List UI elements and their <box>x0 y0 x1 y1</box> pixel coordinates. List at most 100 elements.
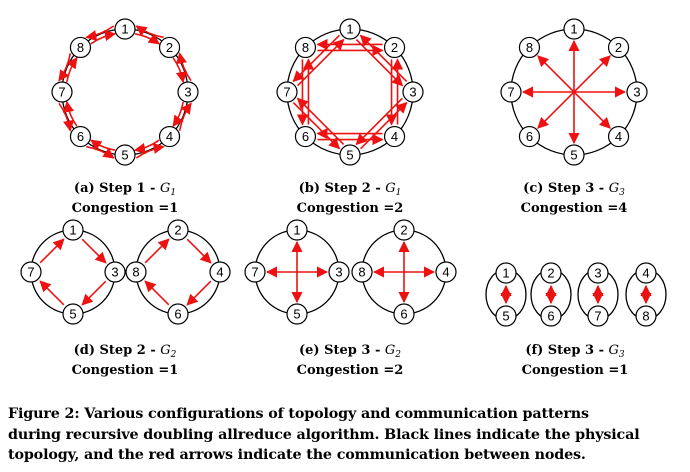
node-label: 6 <box>77 129 84 144</box>
communication-arrow <box>359 34 408 82</box>
caption-line-2: during recursive doubling allreduce algo… <box>8 426 640 443</box>
node-label: 8 <box>642 309 649 324</box>
caption-line-1: Figure 2: Various configurations of topo… <box>8 406 589 422</box>
node-circle <box>209 261 231 283</box>
node-circle <box>495 305 517 327</box>
communication-arrow <box>85 25 115 42</box>
node-circle <box>393 303 415 325</box>
communication-arrow <box>81 280 107 306</box>
node-label: 8 <box>526 40 533 55</box>
node-label: 6 <box>174 307 181 322</box>
node-circle <box>114 18 136 40</box>
communication-arrow <box>296 97 345 145</box>
node-label: 5 <box>121 148 128 163</box>
communication-arrow <box>360 101 408 150</box>
node-label: 5 <box>293 307 300 322</box>
node-label: 2 <box>174 223 181 238</box>
node-circle <box>244 261 266 283</box>
congestion-label: Congestion =4 <box>521 201 628 216</box>
node-label: 5 <box>502 309 509 324</box>
congestion-label: Congestion =1 <box>522 363 629 378</box>
node-circle <box>607 36 630 59</box>
communication-arrow <box>186 238 212 264</box>
node-circle <box>286 303 308 325</box>
communication-arrow <box>135 25 164 39</box>
communication-arrow <box>39 280 65 306</box>
node-label: 3 <box>594 266 601 281</box>
node-label: 3 <box>633 85 640 100</box>
communication-arrow <box>86 145 115 159</box>
node-circle <box>563 18 585 40</box>
communication-arrow <box>135 142 165 159</box>
node-label: 1 <box>69 223 76 238</box>
node-label: 7 <box>251 265 258 280</box>
congestion-label: Congestion =2 <box>297 363 404 378</box>
node-label: 4 <box>442 265 449 280</box>
node-circle <box>51 81 73 103</box>
communication-arrow <box>355 97 403 146</box>
communication-arrow <box>90 30 117 45</box>
node-label: 8 <box>302 40 309 55</box>
node-circle <box>286 219 308 241</box>
node-label: 2 <box>615 40 622 55</box>
node-label: 1 <box>502 266 509 281</box>
communication-arrow <box>178 102 192 131</box>
node-circle <box>62 303 84 325</box>
node-circle <box>177 81 199 103</box>
node-circle <box>351 261 373 283</box>
node-circle <box>339 18 361 40</box>
subfigure-label: (c) Step 3 - G3 <box>523 181 625 198</box>
node-label: 7 <box>58 85 65 100</box>
communication-arrow <box>292 102 341 150</box>
communication-arrow <box>186 280 212 306</box>
node-circle <box>435 261 457 283</box>
node-circle <box>125 261 147 283</box>
node-circle <box>104 261 126 283</box>
node-label: 6 <box>547 309 554 324</box>
communication-arrow <box>175 52 192 82</box>
node-circle <box>518 36 541 59</box>
node-label: 4 <box>642 266 649 281</box>
node-label: 7 <box>594 309 601 324</box>
communication-arrow <box>172 57 187 84</box>
node-circle <box>20 261 42 283</box>
node-label: 7 <box>27 265 34 280</box>
node-circle <box>69 36 92 59</box>
node-circle <box>626 81 648 103</box>
node-label: 3 <box>184 85 191 100</box>
node-label: 8 <box>132 265 139 280</box>
node-circle <box>294 125 317 148</box>
communication-arrow <box>292 34 340 83</box>
communication-arrow <box>297 38 345 87</box>
node-circle <box>69 125 92 148</box>
node-label: 8 <box>77 40 84 55</box>
congestion-label: Congestion =1 <box>72 201 179 216</box>
physical-ring <box>135 229 221 315</box>
communication-arrow <box>58 53 72 82</box>
caption-line-3: topology, and the red arrows indicate th… <box>8 447 586 463</box>
node-circle <box>167 219 189 241</box>
node-label: 1 <box>570 22 577 37</box>
subfigure-label: (a) Step 1 - G1 <box>74 181 176 198</box>
communication-arrow <box>537 55 611 129</box>
node-label: 6 <box>302 129 309 144</box>
node-circle <box>500 81 522 103</box>
node-circle <box>393 219 415 241</box>
node-label: 7 <box>507 85 514 100</box>
communication-arrow <box>63 100 78 127</box>
node-circle <box>276 81 298 103</box>
node-circle <box>62 219 84 241</box>
node-label: 8 <box>358 265 365 280</box>
congestion-label: Congestion =2 <box>297 201 404 216</box>
node-label: 5 <box>570 148 577 163</box>
node-circle <box>635 262 657 284</box>
node-circle <box>563 144 585 166</box>
communication-arrow <box>81 238 107 264</box>
subfigure-label: (e) Step 3 - G2 <box>299 343 401 360</box>
subfigure-label: (b) Step 2 - G1 <box>299 181 402 198</box>
node-label: 3 <box>335 265 342 280</box>
